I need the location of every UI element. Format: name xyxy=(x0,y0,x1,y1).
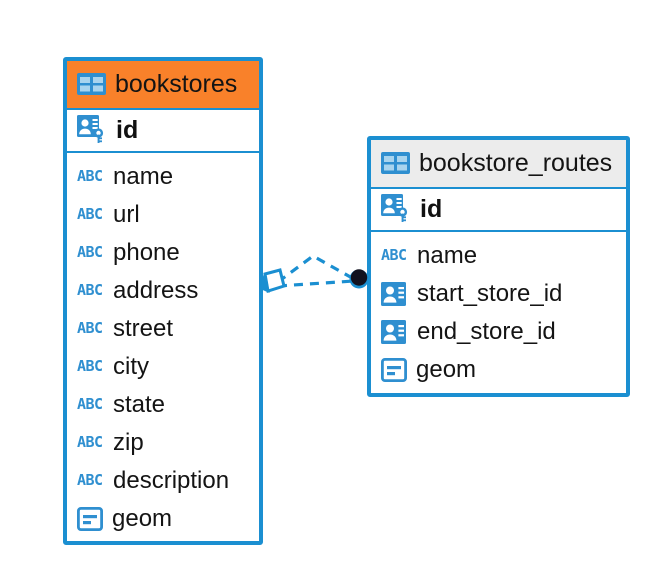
field-label: url xyxy=(113,201,140,228)
field-label: zip xyxy=(113,429,144,456)
entity-header-bookstore-routes[interactable]: bookstore_routes xyxy=(371,140,626,187)
abc-icon: ABC xyxy=(77,205,103,223)
abc-icon: ABC xyxy=(77,319,103,337)
field-row[interactable]: ABC street xyxy=(77,310,249,348)
primary-key-icon xyxy=(381,194,408,222)
table-icon xyxy=(77,73,106,95)
field-row[interactable]: start_store_id xyxy=(381,275,616,313)
abc-icon: ABC xyxy=(381,246,407,264)
field-row[interactable]: ABC url xyxy=(77,196,249,234)
primary-key-label: id xyxy=(116,115,139,144)
relationship-line-lower xyxy=(277,279,355,288)
abc-icon: ABC xyxy=(77,471,103,489)
geometry-icon xyxy=(77,507,103,531)
field-row[interactable]: ABC name xyxy=(77,158,249,196)
field-label: phone xyxy=(113,239,180,266)
geometry-icon xyxy=(381,358,407,382)
field-row[interactable]: ABC state xyxy=(77,386,249,424)
field-row[interactable]: ABC name xyxy=(381,237,616,275)
field-row[interactable]: ABC city xyxy=(77,348,249,386)
entity-primary-key-row[interactable]: id xyxy=(67,108,259,153)
filled-circle-marker xyxy=(349,269,369,289)
entity-bookstore-routes[interactable]: bookstore_routes id xyxy=(367,136,630,397)
field-label: end_store_id xyxy=(417,318,556,345)
entity-primary-key-row[interactable]: id xyxy=(371,187,626,232)
field-row[interactable]: ABC zip xyxy=(77,424,249,462)
abc-icon: ABC xyxy=(77,395,103,413)
entity-field-list: ABC name ABC url ABC phone ABC address A… xyxy=(67,153,259,544)
entity-bookstores[interactable]: bookstores id A xyxy=(63,57,263,545)
field-label: city xyxy=(113,353,149,380)
entity-title: bookstores xyxy=(115,69,238,98)
abc-icon: ABC xyxy=(77,243,103,261)
field-row[interactable]: ABC address xyxy=(77,272,249,310)
abc-icon: ABC xyxy=(77,433,103,451)
field-row[interactable]: ABC description xyxy=(77,462,249,500)
entity-header-bookstores[interactable]: bookstores xyxy=(67,61,259,108)
abc-icon: ABC xyxy=(77,167,103,185)
primary-key-label: id xyxy=(420,194,443,223)
primary-key-icon xyxy=(77,115,104,143)
field-row[interactable]: ABC phone xyxy=(77,234,249,272)
relationship-line-upper xyxy=(277,254,355,284)
foreign-key-icon xyxy=(381,281,406,306)
field-row[interactable]: end_store_id xyxy=(381,313,616,351)
foreign-key-icon xyxy=(381,319,406,344)
field-row[interactable]: geom xyxy=(77,500,249,538)
field-label: geom xyxy=(112,505,173,532)
field-label: name xyxy=(113,163,174,190)
field-label: geom xyxy=(416,356,477,383)
diamond-crowsfoot-marker xyxy=(259,268,286,293)
abc-icon: ABC xyxy=(77,281,103,299)
relationship-connector[interactable] xyxy=(258,246,374,310)
field-label: street xyxy=(113,315,174,342)
entity-title: bookstore_routes xyxy=(419,148,613,177)
table-icon xyxy=(381,152,410,174)
field-row[interactable]: geom xyxy=(381,351,616,389)
field-label: address xyxy=(113,277,199,304)
entity-field-list: ABC name start_store_id xyxy=(371,232,626,395)
abc-icon: ABC xyxy=(77,357,103,375)
field-label: description xyxy=(113,467,230,494)
field-label: name xyxy=(417,242,478,269)
field-label: state xyxy=(113,391,166,418)
field-label: start_store_id xyxy=(417,280,563,307)
